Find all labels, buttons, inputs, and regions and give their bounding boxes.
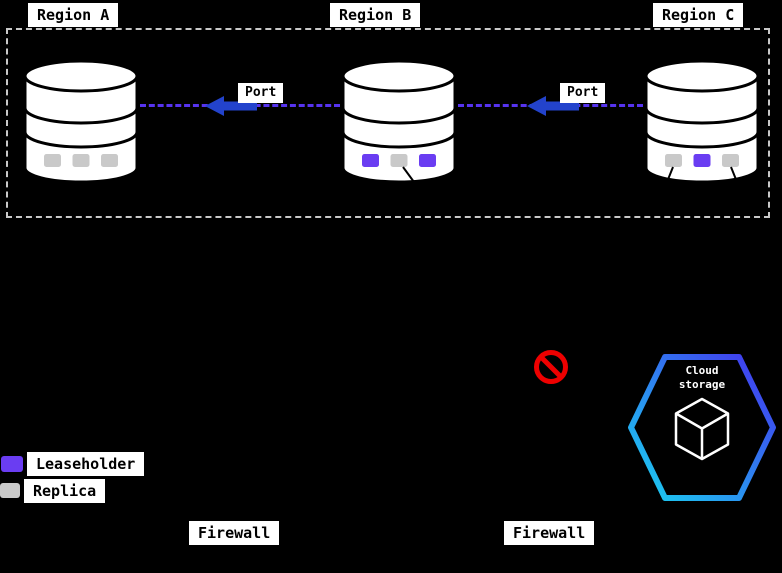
firewall-label: Firewall bbox=[189, 521, 280, 545]
leaseholder-slot bbox=[362, 154, 379, 167]
replica-slot bbox=[101, 154, 118, 167]
no-entry-icon bbox=[534, 350, 568, 384]
callout-line bbox=[402, 166, 415, 183]
port-label: Port bbox=[560, 83, 606, 103]
region-a-label: Region A bbox=[28, 3, 119, 27]
replica-slot bbox=[44, 154, 61, 167]
replica-slot bbox=[390, 154, 408, 167]
legend-replica-label: Replica bbox=[24, 479, 106, 503]
leaseholder-swatch-icon bbox=[1, 456, 23, 472]
leaseholder-slot bbox=[419, 154, 436, 167]
replica-slot bbox=[665, 154, 682, 167]
callout-line bbox=[730, 166, 738, 183]
cube-icon bbox=[674, 397, 730, 461]
legend-leaseholder-label: Leaseholder bbox=[27, 452, 145, 476]
database-icon-region-c bbox=[644, 59, 760, 184]
arrow-left-icon bbox=[527, 96, 579, 116]
replica-swatch-icon bbox=[0, 483, 20, 498]
database-icon-region-b bbox=[341, 59, 457, 184]
cloud-storage-label: Cloud storage bbox=[678, 364, 726, 391]
replica-slot bbox=[72, 154, 90, 167]
region-b-label: Region B bbox=[330, 3, 421, 27]
regions-boundary-box bbox=[6, 28, 770, 218]
port-label: Port bbox=[238, 83, 284, 103]
replica-slot bbox=[722, 154, 739, 167]
leaseholder-slot bbox=[693, 154, 711, 167]
arrow-left-icon bbox=[205, 96, 257, 116]
firewall-label: Firewall bbox=[504, 521, 595, 545]
callout-line bbox=[666, 166, 674, 183]
region-c-label: Region C bbox=[653, 3, 744, 27]
database-icon-region-a bbox=[23, 59, 139, 184]
